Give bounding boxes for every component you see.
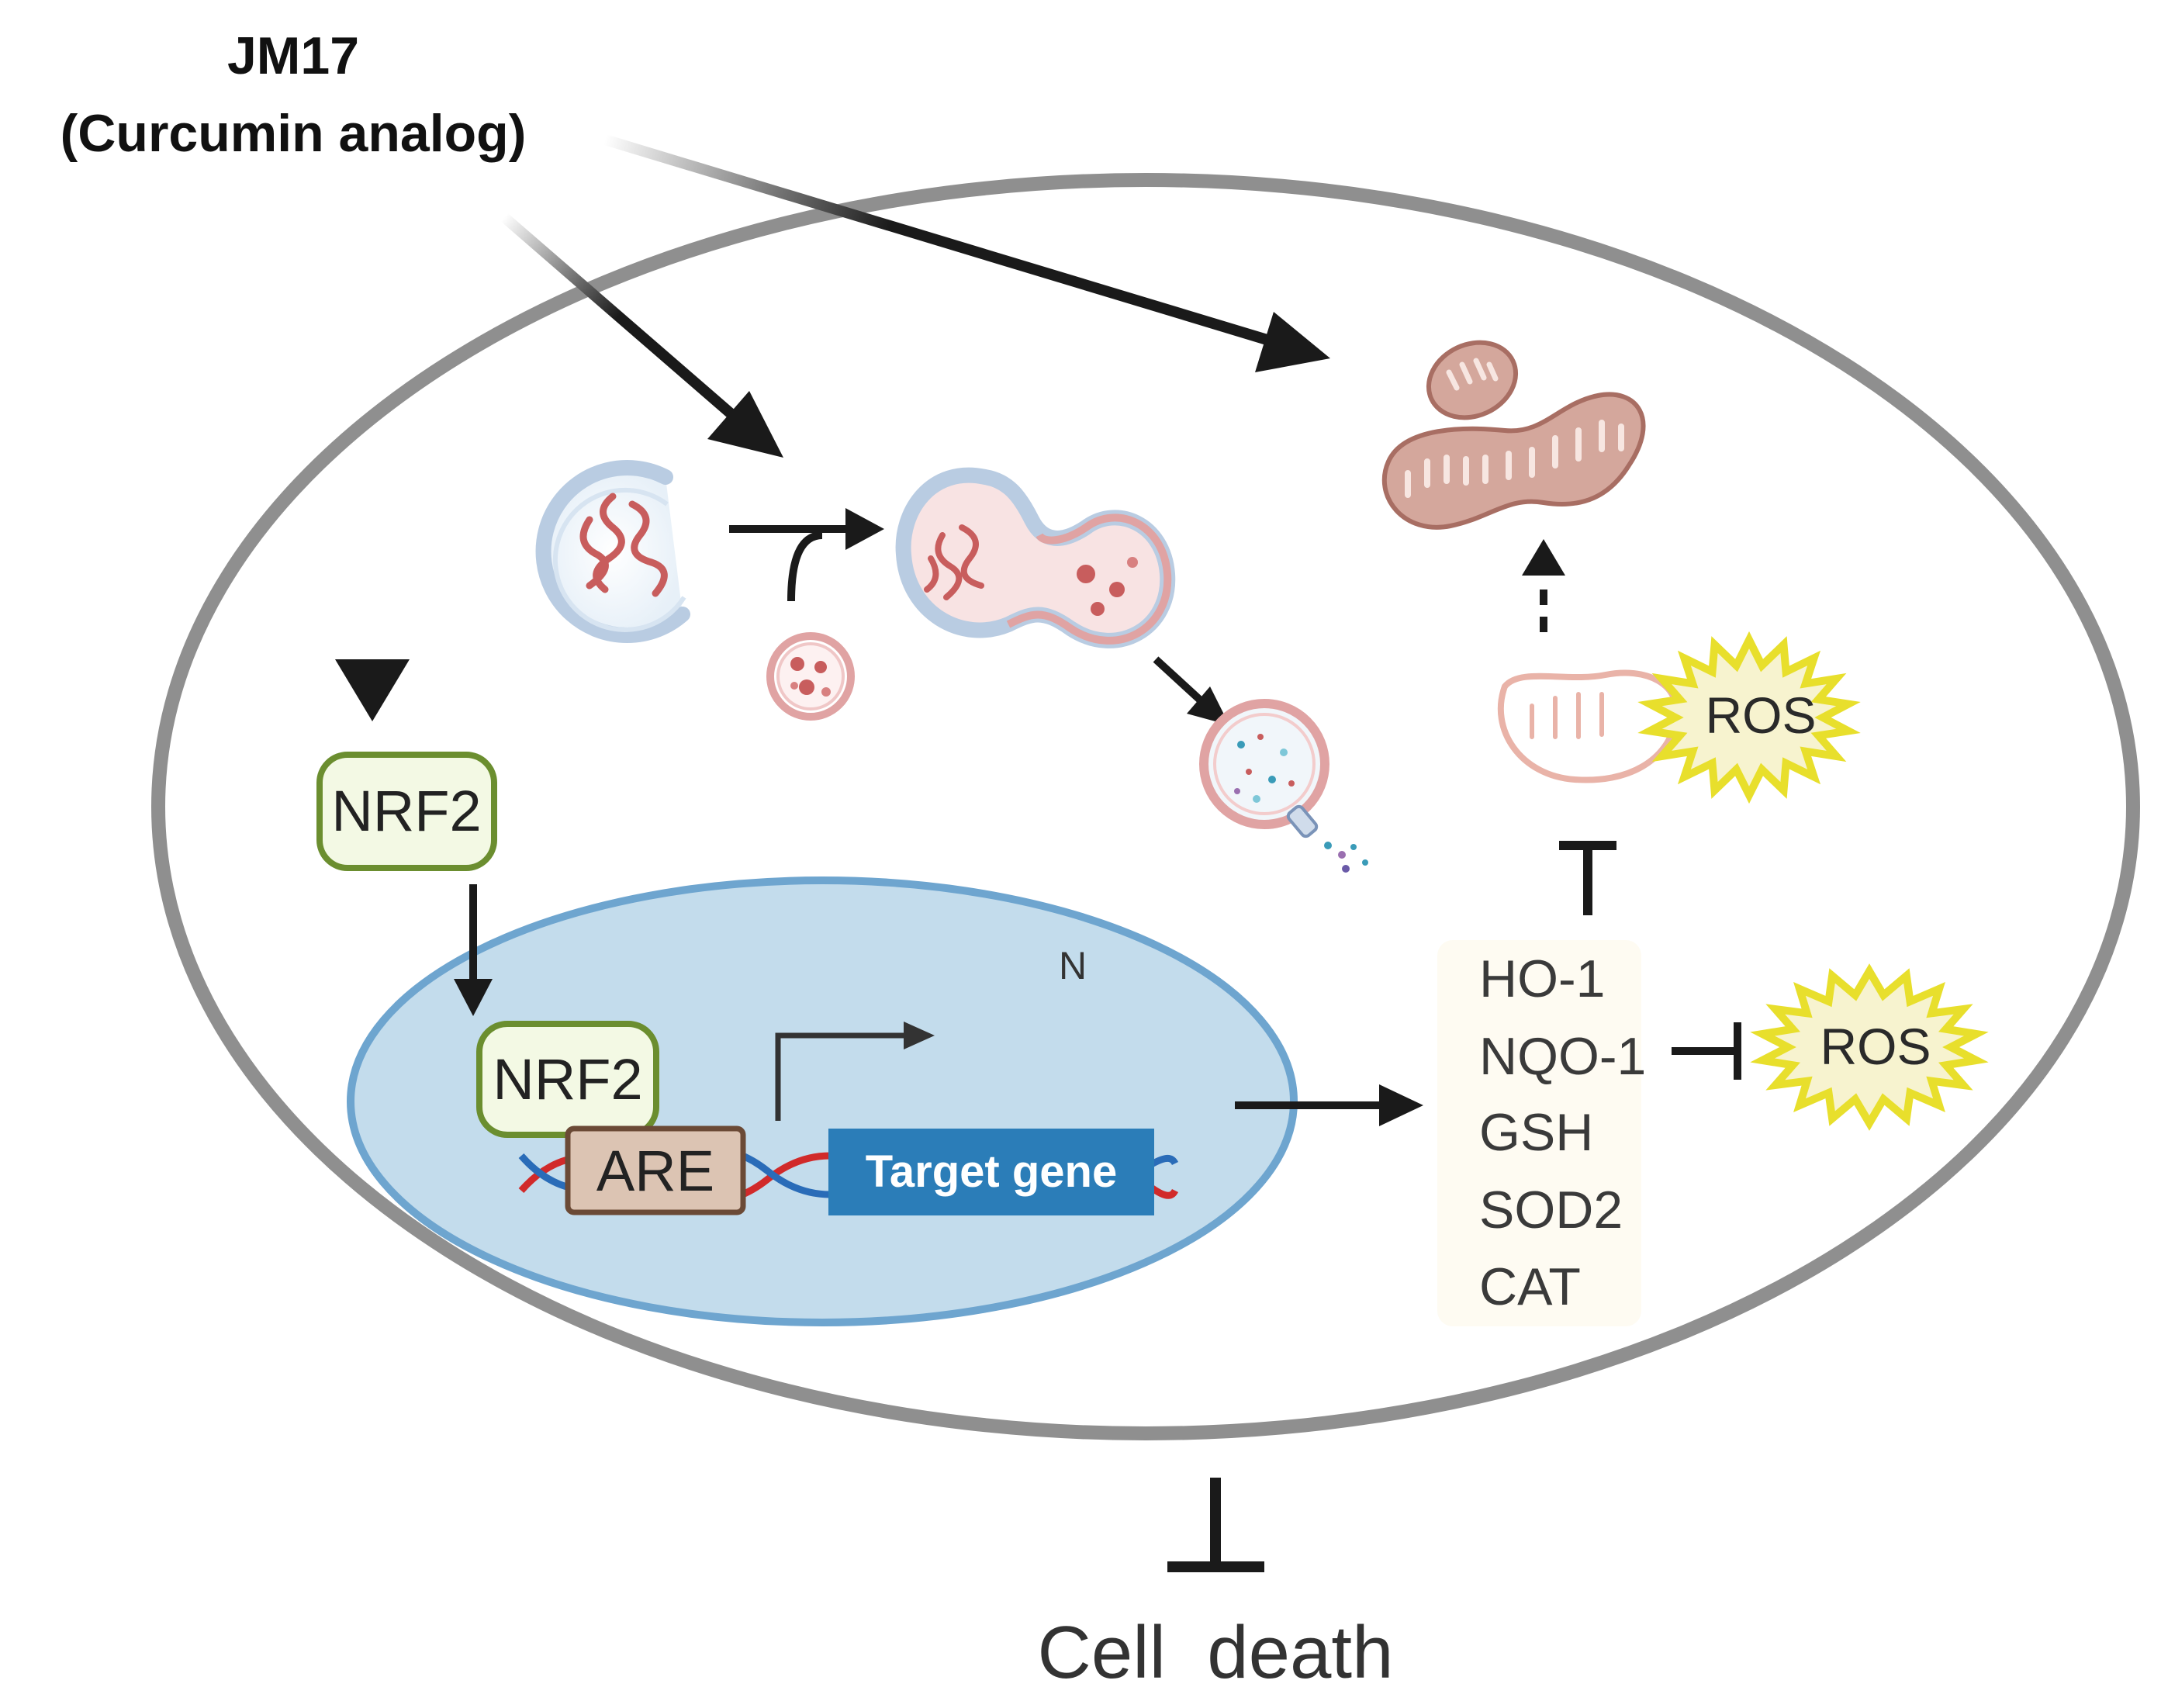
degradation-vesicle-icon xyxy=(1199,699,1368,873)
drug-to-autophagy-arrow xyxy=(500,213,783,458)
nrf2-nuclear-label: NRF2 xyxy=(493,1047,642,1112)
mitochondrion-icon xyxy=(1381,340,1646,530)
nrf2-cytoplasmic-box: NRF2 xyxy=(316,752,497,871)
product-inhibits-mito-ros xyxy=(1559,841,1616,915)
damaged-mitochondrion-icon xyxy=(1497,669,1680,783)
nrf2-nuclear-box: NRF2 xyxy=(476,1021,659,1138)
ros-burst-icon: ROS xyxy=(1750,963,1989,1131)
product-inhibits-ros xyxy=(1672,1022,1741,1080)
drug-to-mitochondria-arrow xyxy=(603,134,1330,372)
product-item: SOD2 xyxy=(1479,1181,1623,1240)
lysosome-icon xyxy=(766,632,855,721)
dashed-arrow xyxy=(1522,539,1565,632)
antioxidant-products-box: HO-1 NQO-1 GSH SOD2 CAT xyxy=(1437,940,1646,1326)
product-item: GSH xyxy=(1479,1103,1593,1162)
ros-burst-icon: ROS xyxy=(1637,631,1861,804)
are-label: ARE xyxy=(596,1139,714,1203)
nrf2-translocation-arrow xyxy=(454,884,493,1016)
nucleus-label: N xyxy=(1059,944,1087,987)
cell-death-label: Cell death xyxy=(1038,1611,1394,1694)
autolysosome-icon xyxy=(895,467,1176,648)
ros-label-cytoplasmic: ROS xyxy=(1820,1018,1931,1075)
expression-arrow xyxy=(1235,1084,1423,1126)
product-item: CAT xyxy=(1479,1257,1581,1316)
drug-description: (Curcumin analog) xyxy=(61,104,527,163)
drug-to-nrf2-arrow xyxy=(335,233,410,721)
product-item: NQO-1 xyxy=(1479,1027,1646,1086)
are-box: ARE xyxy=(565,1125,746,1215)
product-item: HO-1 xyxy=(1479,949,1605,1008)
fusion-arrow xyxy=(729,508,884,602)
nrf2-cytoplasmic-label: NRF2 xyxy=(331,779,481,843)
drug-name: JM17 xyxy=(227,26,359,85)
target-gene-label: Target gene xyxy=(866,1146,1117,1197)
transcription-arrow-icon xyxy=(775,1022,935,1121)
target-gene-box: Target gene xyxy=(828,1129,1154,1215)
degradation-arrow xyxy=(1153,656,1229,725)
cell-death-inhibition xyxy=(1167,1478,1264,1572)
ros-label-mitochondrial: ROS xyxy=(1705,686,1816,744)
autophagosome-icon xyxy=(535,460,690,644)
